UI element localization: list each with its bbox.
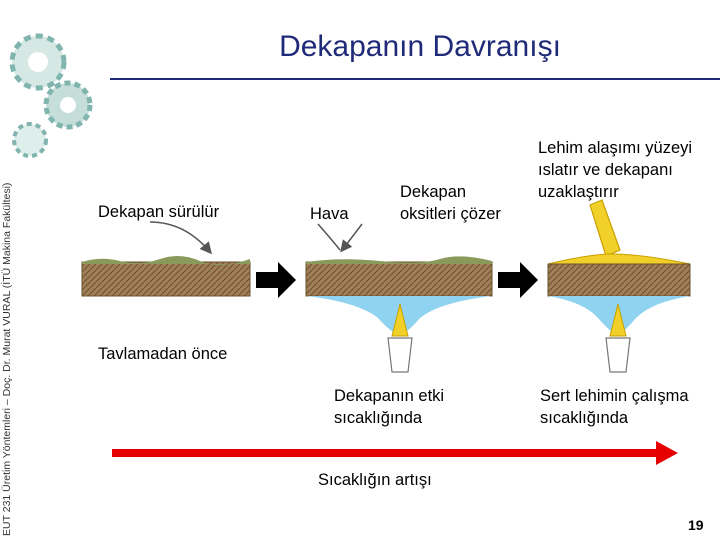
red-arrow-icon — [112, 441, 678, 465]
black-arrow-icon — [256, 262, 296, 298]
panel-flux-dissolves — [305, 223, 493, 373]
label-wet-3: uzaklaştırır — [538, 183, 619, 201]
label-active-2: sıcaklığında — [334, 409, 423, 427]
label-dissolve-2: oksitleri çözer — [400, 205, 501, 223]
label-dissolve-1: Dekapan — [400, 183, 467, 201]
label-wet-1: Lehim alaşımı yüzeyi — [538, 139, 693, 157]
gear-icon — [9, 33, 93, 158]
label-active-1: Dekapanın etki — [334, 387, 445, 405]
label-temp-increase: Sıcaklığın artışı — [318, 471, 432, 489]
label-wet-2: ıslatır ve dekapanı — [538, 161, 673, 179]
label-step1: Dekapan sürülür — [98, 203, 220, 221]
solder-rod-icon — [589, 199, 621, 257]
label-before-heat: Tavlamadan önce — [98, 345, 228, 363]
label-air: Hava — [310, 205, 349, 223]
side-caption: EUT 231 Üretim Yöntemleri – Doç. Dr. Mur… — [1, 182, 13, 536]
black-arrow-icon — [498, 262, 538, 298]
panel-solder-wets — [547, 199, 691, 373]
panel-flux-applied — [81, 221, 251, 297]
page-title: Dekapanın Davranışı — [279, 30, 561, 63]
label-solder-temp-1: Sert lehimin çalışma — [540, 387, 689, 405]
torch-icon — [387, 337, 413, 373]
page-number: 19 — [688, 517, 704, 533]
torch-icon — [605, 337, 631, 373]
label-solder-temp-2: sıcaklığında — [540, 409, 629, 427]
title-divider — [110, 78, 720, 80]
